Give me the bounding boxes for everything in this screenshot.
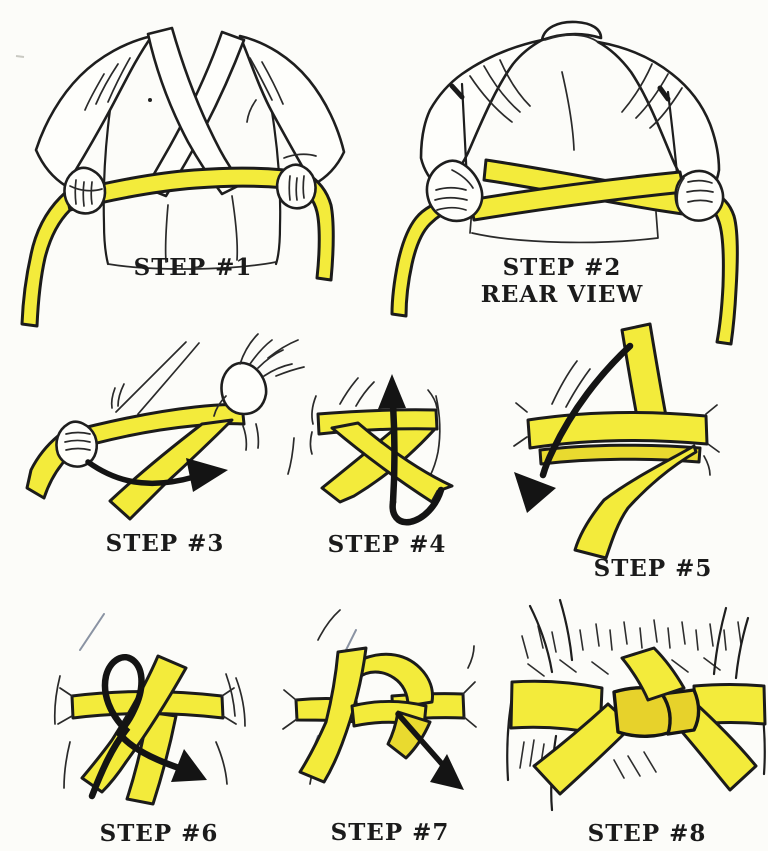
arrow-down-right-head-icon	[430, 754, 464, 790]
step-5-label: STEP #5	[593, 555, 713, 582]
open-hand	[213, 333, 305, 417]
knot-left-tail	[532, 702, 634, 796]
knot-right-piece	[660, 688, 701, 736]
belt-band-lower	[538, 443, 702, 466]
step-2-illustration	[390, 20, 739, 346]
belt-right-tail-back	[698, 190, 739, 346]
belt-vertical-end	[620, 322, 668, 424]
step-7-label: STEP #7	[330, 819, 450, 846]
gripping-fist	[55, 420, 99, 468]
step-5-illustration	[513, 322, 720, 560]
belt-band	[58, 403, 246, 454]
arrow-up-head-icon	[378, 374, 406, 409]
right-fist	[275, 153, 317, 210]
left-fist-back	[425, 159, 484, 223]
left-fist	[63, 166, 107, 215]
step-1-label: STEP #1	[133, 254, 253, 281]
arrow-right-head-icon	[186, 458, 228, 492]
fabric-hatch-top	[521, 619, 742, 659]
step-7-illustration	[282, 609, 477, 790]
step-1-illustration	[20, 26, 346, 328]
arrow-loop-head-icon	[171, 749, 207, 782]
right-fist-back	[674, 169, 725, 222]
paper-speck	[15, 55, 25, 58]
arrow-right-icon	[85, 459, 197, 487]
step-6-label: STEP #6	[99, 820, 219, 847]
step-8-illustration	[506, 598, 767, 812]
step-8-label: STEP #8	[587, 820, 707, 847]
gi-left-sleeve	[34, 34, 154, 188]
arrow-down-left-head-icon	[514, 472, 556, 513]
arrow-loop-icon	[88, 654, 186, 800]
belt-band	[526, 411, 709, 450]
arrow-up-hook	[389, 486, 445, 526]
arrow-down-right-icon	[395, 711, 445, 767]
step-3-label: STEP #3	[105, 530, 225, 557]
belt-left-tail	[20, 190, 72, 328]
gi-collar	[540, 20, 603, 42]
knot-small-strand	[386, 710, 432, 760]
belt-left-tail-back	[390, 196, 460, 318]
step-4-label: STEP #4	[327, 531, 447, 558]
step-4-illustration	[309, 374, 454, 526]
step-3-illustration	[25, 333, 305, 521]
step-6-illustration	[53, 613, 246, 806]
arrow-up-icon	[389, 400, 398, 506]
knot-top-piece	[620, 646, 686, 702]
belt-hanging-end	[108, 418, 234, 521]
knot-vertical-strand	[298, 646, 368, 784]
arrow-down-left-icon	[539, 342, 634, 479]
gi-right-sleeve	[238, 34, 346, 187]
belt-hanging-end	[573, 444, 698, 560]
